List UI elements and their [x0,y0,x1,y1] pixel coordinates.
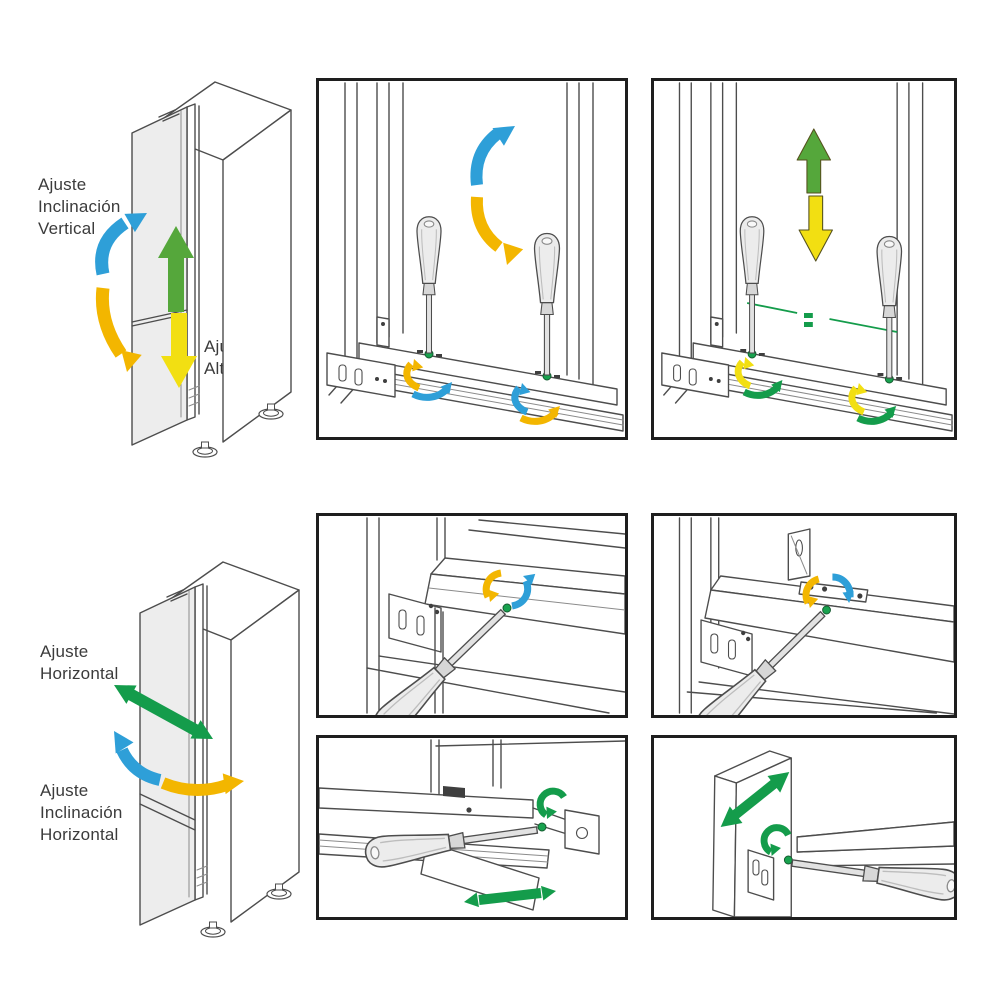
green-double-arrow-icon [462,883,558,910]
rotation-arrow-icon [742,376,787,399]
green-double-diagonal-arrow-icon [108,675,219,749]
mounting-bracket [747,849,775,901]
blue-tilt-arc-icon [95,203,153,276]
cabinet-corner-illustration [678,517,954,715]
panel-tilt-vertical-steps [316,78,628,440]
amber-tilt-arc-icon [95,287,142,375]
screwdriver-icon [876,235,903,379]
rotation-arrow-icon [511,381,531,416]
label-line: Ajuste [38,175,87,194]
cabinet-interior-illustration [326,82,624,432]
label-tilt-vertical: Ajuste Inclinación Vertical [38,174,121,240]
amber-tilt-arc-icon [470,196,524,269]
screwdriver-icon [416,216,442,354]
rotation-arrow-icon [482,569,502,604]
cabinet-illustration [131,81,292,458]
adjustment-screw [783,855,793,865]
rotation-arrow-icon [802,575,820,610]
rotation-arrow-icon [760,824,792,859]
rotation-arrow-icon [734,355,755,390]
level-reference-line [746,302,898,333]
rotation-arrow-icon [832,573,855,604]
rotation-arrow-icon [848,381,868,416]
blue-tilt-arc-icon [470,117,521,186]
panel-tilt-horizontal-step-1 [316,735,628,920]
cabinet-horizontal-figure [103,540,303,945]
rail-assembly-illustration [319,739,625,911]
yellow-down-arrow-icon [161,313,197,388]
blue-tilt-arc-icon [105,725,162,786]
label-line: Inclinación [40,803,123,822]
label-line: Vertical [38,219,96,238]
green-double-diagonal-arrow-icon [714,763,796,836]
hinge-marks [166,589,188,602]
label-line: Inclinación [38,197,121,216]
screwdriver-icon [789,847,954,903]
rotation-arrow-icon [511,570,536,610]
green-up-arrow-icon [158,226,194,312]
rotation-arrow-icon [403,357,424,392]
hinge-marks [158,109,180,122]
yellow-down-arrow-icon [798,195,833,262]
label-line: Horizontal [40,664,119,683]
adjustable-foot-icon [200,921,226,938]
top-rail [710,575,954,623]
panel-tilt-horizontal-step-2 [651,735,957,920]
label-line: Horizontal [40,825,119,844]
screwdriver-icon [533,232,561,376]
adjustment-screw [822,605,831,615]
rotation-arrow-icon [536,787,567,822]
adjustment-screw [502,603,512,613]
rotation-arrow-icon [519,401,565,425]
adjustment-screw [537,822,547,832]
mounting-bracket [700,619,753,677]
panel-horizontal-step-1 [316,513,628,718]
rotation-arrow-icon [411,378,457,401]
bottom-rail [358,342,618,406]
rotation-arrow-icon [856,401,901,425]
label-line: Ajuste [40,781,89,800]
adjustable-foot-icon [192,441,218,458]
green-up-arrow-icon [796,128,832,194]
amber-right-arrow-icon [160,770,246,797]
cabinet-illustration [139,561,300,938]
screwdriver-icon [739,216,765,354]
panel-horizontal-step-2 [651,513,957,718]
cabinet-interior-illustration [661,82,953,432]
bottom-rail [692,342,947,406]
label-line: Ajuste [40,642,89,661]
label-tilt-horizontal: Ajuste Inclinación Horizontal [40,780,123,846]
panel-height-steps [651,78,957,440]
cabinet-vertical-figure [95,60,295,465]
mounting-bracket [388,593,442,653]
upper-rail [319,787,534,819]
label-horizontal: Ajuste Horizontal [40,641,119,685]
